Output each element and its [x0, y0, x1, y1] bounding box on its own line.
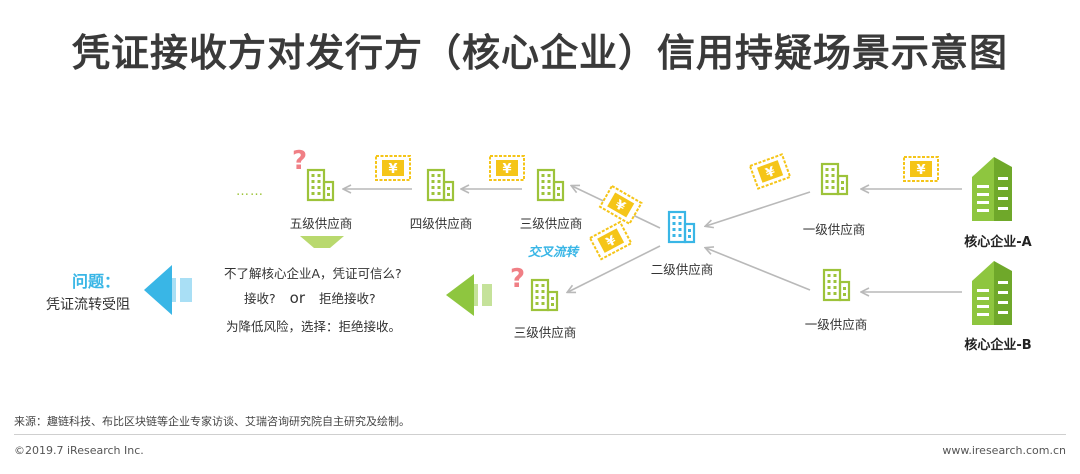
ellipsis: ……	[236, 184, 264, 199]
tier1-top-building-icon	[820, 162, 849, 196]
tier3-top-building-icon	[536, 168, 565, 202]
voucher-icon-corea: ¥	[903, 156, 939, 182]
voucher-icon-tier2-bottom: ¥	[589, 221, 633, 261]
tier3-bottom-building-icon	[530, 278, 559, 312]
tier5-building-icon	[306, 168, 335, 202]
core-a-building-icon	[972, 157, 1012, 221]
doubt-line-2: 接收? or 拒绝接收?	[244, 288, 376, 307]
tier5-label: 五级供应商	[289, 216, 353, 231]
tier4-label: 四级供应商	[409, 216, 473, 231]
accept-option: 接收?	[244, 291, 276, 306]
tier2-building-icon	[667, 210, 696, 244]
down-arrow-icon	[300, 236, 344, 248]
svg-text:¥: ¥	[502, 162, 511, 177]
doubt-line-3: 为降低风险，选择：拒绝接收。	[226, 319, 402, 334]
website-link[interactable]: www.iresearch.com.cn	[942, 444, 1066, 457]
voucher-icon-tier2-top: ¥	[599, 185, 643, 225]
tier1-top-label: 一级供应商	[802, 222, 866, 237]
problem-description: 凭证流转受阻	[46, 297, 130, 313]
arrow-tier2-to-tier3bottom	[568, 245, 661, 292]
question-mark-tier3-icon: ?	[510, 264, 526, 294]
reject-option: 拒绝接收?	[319, 291, 376, 306]
voucher-icon-tier4: ¥	[375, 155, 411, 181]
arrow-tier1top-to-tier2	[706, 191, 811, 226]
core-b-label: 核心企业-B	[964, 338, 1032, 353]
voucher-icon-tier1: ¥	[749, 153, 792, 190]
tier3-bottom-label: 三级供应商	[513, 325, 577, 340]
copyright: ©2019.7 iResearch Inc.	[14, 444, 144, 457]
voucher-icon-tier3: ¥	[489, 155, 525, 181]
tier2-label: 二级供应商	[650, 262, 714, 277]
or-text: or	[289, 289, 305, 307]
arrow-tier1bottom-to-tier2	[706, 248, 811, 291]
core-a-label: 核心企业-A	[964, 235, 1032, 250]
question-mark-tier5-icon: ?	[292, 146, 308, 176]
core-b-building-icon	[972, 261, 1012, 325]
tier4-building-icon	[426, 168, 455, 202]
doubt-line-1: 不了解核心企业A，凭证可信么?	[224, 266, 402, 281]
page-title: 凭证接收方对发行方（核心企业）信用持疑场景示意图	[71, 31, 1008, 75]
footer-divider	[14, 434, 1066, 435]
cross-flow-label: 交叉流转	[528, 244, 579, 259]
left-arrow-blue-icon	[144, 265, 192, 315]
tier1-bottom-building-icon	[822, 268, 851, 302]
problem-title: 问题：	[72, 272, 121, 291]
left-arrow-green-icon	[446, 274, 492, 316]
tier3-top-label: 三级供应商	[519, 216, 583, 231]
tier1-bottom-label: 一级供应商	[804, 317, 868, 332]
svg-text:¥: ¥	[916, 163, 925, 178]
source-note: 来源：趣链科技、布比区块链等企业专家访谈、艾瑞咨询研究院自主研究及绘制。	[14, 415, 410, 428]
svg-text:¥: ¥	[388, 162, 397, 177]
